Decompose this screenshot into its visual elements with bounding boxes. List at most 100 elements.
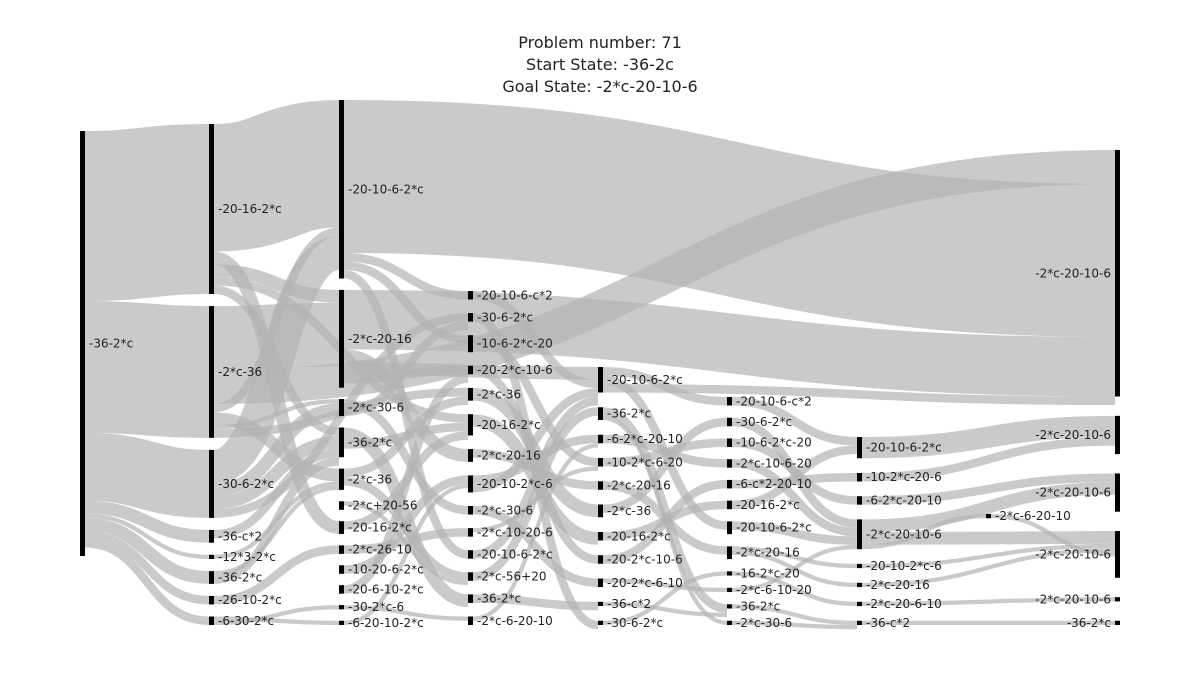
sankey-link-80 [731,397,858,446]
sankey-node-c6-n5[interactable] [857,582,862,588]
title-line-start-state: Start State: -36-2c [526,55,674,74]
sankey-node-c0-n0[interactable] [80,131,85,556]
sankey-node-c4-n6[interactable] [598,532,603,541]
sankey-node-c3-n3[interactable] [468,365,473,375]
sankey-node-c6-n6[interactable] [857,601,862,607]
sankey-node-c2-n3[interactable] [339,427,344,458]
sankey-node-c2-n0[interactable] [339,100,344,279]
sankey-node-c4-n0[interactable] [598,367,603,393]
sankey-node-c3-n1[interactable] [468,313,473,322]
sankey-node-c8-n0[interactable] [1115,150,1120,397]
sankey-node-c1-n7[interactable] [209,616,214,626]
sankey-node-label-c3-n3: -20-2*c-10-6 [477,363,553,377]
sankey-node-c3-n5[interactable] [468,414,473,436]
sankey-node-c4-n5[interactable] [598,504,603,518]
sankey-node-label-c5-n0: -20-10-6-c*2 [736,394,812,408]
sankey-node-c5-n10[interactable] [727,604,732,609]
sankey-node-c5-n11[interactable] [727,620,732,625]
sankey-node-c5-n1[interactable] [727,417,732,427]
sankey-node-label-c3-n2: -10-6-2*c-20 [477,337,553,351]
sankey-node-label-c6-n5: -2*c-20-16 [866,578,930,592]
sankey-node-c4-n3[interactable] [598,458,603,467]
sankey-link-91 [731,604,858,625]
sankey-node-c3-n0[interactable] [468,291,473,300]
sankey-node-c3-n4[interactable] [468,387,473,401]
sankey-node-c2-n5[interactable] [339,501,344,510]
sankey-node-label-c3-n12: -36-2*c [477,592,521,606]
sankey-node-c3-n13[interactable] [468,616,473,626]
sankey-node-c2-n4[interactable] [339,468,344,490]
sankey-node-c1-n1[interactable] [209,306,214,438]
sankey-node-c2-n9[interactable] [339,585,344,594]
sankey-node-c2-n7[interactable] [339,545,344,554]
sankey-node-c1-n4[interactable] [209,554,214,560]
sankey-node-c4-n4[interactable] [598,481,603,490]
sankey-node-c2-n8[interactable] [339,565,344,574]
sankey-node-label-c7-n0: -2*c-6-20-10 [995,509,1071,523]
sankey-link-96 [861,481,1116,533]
sankey-node-label-c1-n4: -12*3-2*c [218,550,276,564]
sankey-link-23 [213,448,340,539]
sankey-node-c4-n7[interactable] [598,555,603,564]
sankey-node-c8-n2[interactable] [1115,473,1120,512]
sankey-node-c4-n2[interactable] [598,434,603,444]
sankey-node-c6-n0[interactable] [857,437,862,459]
sankey-node-label-c8-n3: -2*c-20-10-6 [1035,547,1111,561]
sankey-link-7 [84,539,210,625]
sankey-node-c4-n9[interactable] [598,601,603,606]
sankey-node-c2-n10[interactable] [339,605,344,610]
sankey-node-c5-n2[interactable] [727,438,732,447]
sankey-node-c7-n0[interactable] [986,514,991,519]
sankey-node-c8-n3[interactable] [1115,531,1120,578]
sankey-node-c5-n6[interactable] [727,521,732,535]
sankey-node-c6-n1[interactable] [857,472,862,482]
sankey-node-c1-n0[interactable] [209,124,214,294]
sankey-link-29 [213,605,340,625]
sankey-node-c5-n3[interactable] [727,459,732,468]
sankey-link-51 [472,291,599,389]
sankey-node-c3-n11[interactable] [468,572,473,581]
sankey-node-c5-n8[interactable] [727,571,732,576]
sankey-node-c4-n1[interactable] [598,407,603,420]
sankey-node-c3-n6[interactable] [468,449,473,462]
sankey-node-label-c3-n5: -20-16-2*c [477,418,541,432]
sankey-link-77 [602,578,728,593]
sankey-node-c3-n8[interactable] [468,506,473,515]
sankey-node-c8-n1[interactable] [1115,415,1120,455]
sankey-node-c1-n6[interactable] [209,595,214,605]
sankey-node-c3-n12[interactable] [468,594,473,603]
sankey-node-c8-n5[interactable] [1115,620,1120,625]
sankey-node-c3-n9[interactable] [468,528,473,537]
sankey-node-c5-n4[interactable] [727,479,732,489]
sankey-node-c1-n3[interactable] [209,529,214,543]
sankey-link-30 [343,100,1116,337]
sankey-node-c6-n4[interactable] [857,563,862,569]
sankey-node-c4-n10[interactable] [598,620,603,625]
sankey-link-4 [84,513,210,560]
sankey-node-c4-n8[interactable] [598,578,603,588]
sankey-link-59 [472,388,599,493]
sankey-node-c5-n5[interactable] [727,500,732,510]
sankey-node-c2-n6[interactable] [339,521,344,534]
sankey-node-c3-n10[interactable] [468,550,473,559]
sankey-node-c2-n2[interactable] [339,399,344,417]
sankey-node-label-c4-n8: -20-2*c-6-10 [607,576,683,590]
sankey-node-c8-n4[interactable] [1115,597,1120,602]
sankey-node-c6-n3[interactable] [857,519,862,550]
sankey-node-c6-n2[interactable] [857,496,862,505]
sankey-node-c1-n2[interactable] [209,449,214,518]
sankey-link-94 [861,437,1116,482]
sankey-node-c5-n9[interactable] [727,587,732,593]
sankey-node-c5-n7[interactable] [727,546,732,560]
sankey-node-label-c5-n2: -10-6-2*c-20 [736,436,812,450]
sankey-node-c6-n7[interactable] [857,620,862,625]
sankey-node-c2-n1[interactable] [339,289,344,388]
sankey-link-101 [861,597,1116,607]
sankey-node-c2-n11[interactable] [339,620,344,625]
sankey-node-label-c5-n5: -20-16-2*c [736,498,800,512]
sankey-node-c3-n7[interactable] [468,475,473,493]
sankey-node-c5-n0[interactable] [727,397,732,406]
sankey-link-10 [213,264,340,303]
sankey-node-c1-n5[interactable] [209,571,214,584]
sankey-node-c3-n2[interactable] [468,335,473,353]
